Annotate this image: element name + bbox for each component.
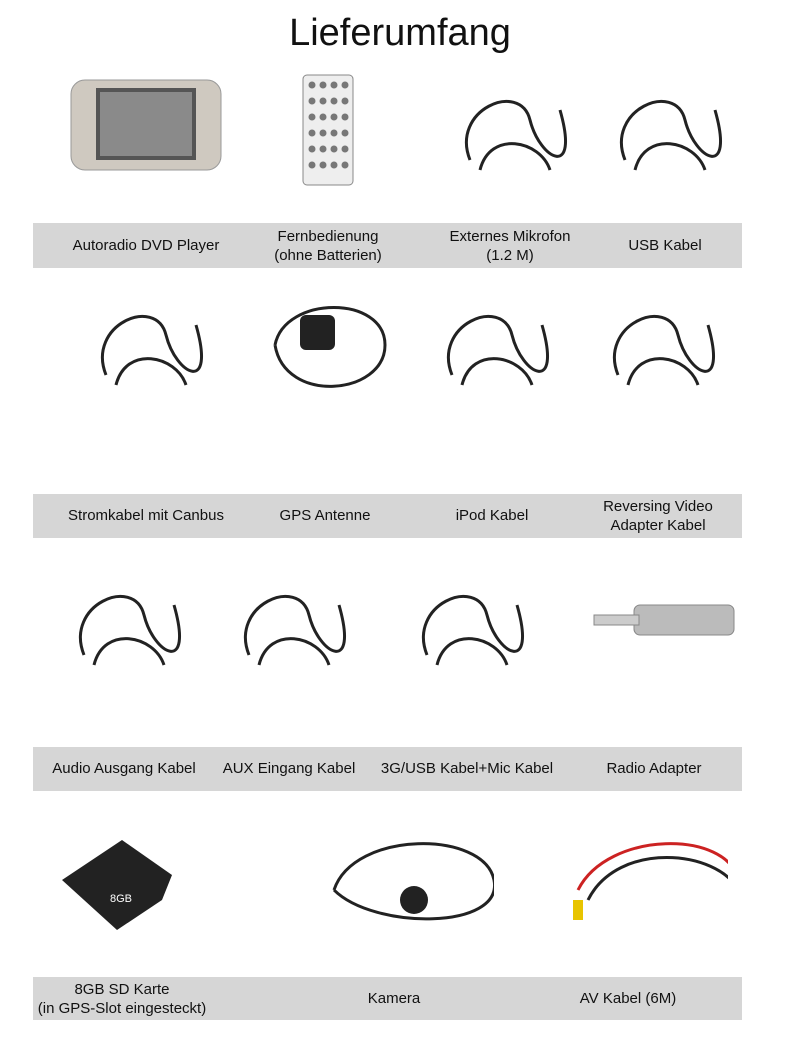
label-band: Stromkabel mit Canbus GPS Antenne iPod Kab… xyxy=(33,494,742,538)
gps-antenna-icon xyxy=(225,285,425,420)
usb-mic-cable-icon xyxy=(367,565,567,700)
item-label-line: (in GPS-Slot eingesteckt) xyxy=(37,999,207,1017)
item-label-line: GPS Antenne xyxy=(279,507,371,524)
aux-cable-icon xyxy=(189,565,389,700)
radio-adapter-icon xyxy=(554,565,754,700)
microphone-icon xyxy=(410,70,610,205)
car-radio-icon xyxy=(46,70,246,205)
sd-card-icon: 8GB xyxy=(22,820,222,955)
item-label-line: Audio Ausgang Kabel xyxy=(52,760,196,777)
item-label-line: iPod Kabel xyxy=(455,507,529,524)
audio-cable-icon xyxy=(24,565,224,700)
item-label: 8GB SD Karte(in GPS-Slot eingesteckt) xyxy=(38,980,206,1018)
item-label-line: Autoradio DVD Player xyxy=(72,236,220,254)
item-label-line: Externes Mikrofon xyxy=(449,227,571,245)
item-label-line: (ohne Batterien) xyxy=(274,246,382,264)
item-label-line: 8GB SD Karte xyxy=(74,980,170,998)
label-band: Audio Ausgang Kabel AUX Eingang Kabel 3G/U… xyxy=(33,747,742,791)
item-label-line: (1.2 M) xyxy=(486,246,534,264)
camera-icon xyxy=(294,820,496,955)
label-band: Autoradio DVD Player Fernbedienung(ohne B… xyxy=(33,223,742,268)
page-title: Lieferumfang xyxy=(289,12,511,54)
video-adapter-icon xyxy=(558,285,758,420)
item-label: iPod Kabel xyxy=(456,506,529,525)
svg-text:8GB: 8GB xyxy=(110,893,132,905)
item-label-line: USB Kabel xyxy=(628,236,702,254)
item-label-line: Stromkabel mit Canbus xyxy=(68,507,224,524)
item-label-line: AUX Eingang Kabel xyxy=(222,760,356,777)
item-label: Fernbedienung(ohne Batterien) xyxy=(274,227,382,265)
item-label-line: Reversing Video xyxy=(603,498,713,515)
item-label: AV Kabel (6M) xyxy=(580,989,676,1008)
item-label-line: Radio Adapter xyxy=(606,760,702,777)
item-label: USB Kabel xyxy=(628,236,701,255)
item-label: GPS Antenne xyxy=(280,506,371,525)
item-label-line: Kamera xyxy=(367,989,421,1007)
av-cable-icon xyxy=(528,820,740,955)
item-label-line: 3G/USB Kabel+Mic Kabel xyxy=(380,760,554,777)
item-label: AUX Eingang Kabel xyxy=(223,759,356,778)
power-harness-icon xyxy=(46,285,246,420)
item-label-line: Fernbedienung xyxy=(277,227,379,245)
ipod-cable-icon xyxy=(392,285,592,420)
item-label: Kamera xyxy=(368,989,421,1008)
label-band: 8GB SD Karte(in GPS-Slot eingesteckt) Kam… xyxy=(33,977,742,1020)
item-label-line: AV Kabel (6M) xyxy=(579,989,677,1007)
remote-icon xyxy=(228,70,428,205)
item-label: Autoradio DVD Player xyxy=(73,236,220,255)
item-label: Radio Adapter xyxy=(606,759,701,778)
item-label: Externes Mikrofon(1.2 M) xyxy=(450,227,571,265)
item-label: Audio Ausgang Kabel xyxy=(52,759,195,778)
usb-cable-icon xyxy=(565,70,765,205)
item-label-line: Adapter Kabel xyxy=(610,517,706,534)
item-label: Stromkabel mit Canbus xyxy=(68,506,224,525)
item-label: 3G/USB Kabel+Mic Kabel xyxy=(381,759,553,778)
